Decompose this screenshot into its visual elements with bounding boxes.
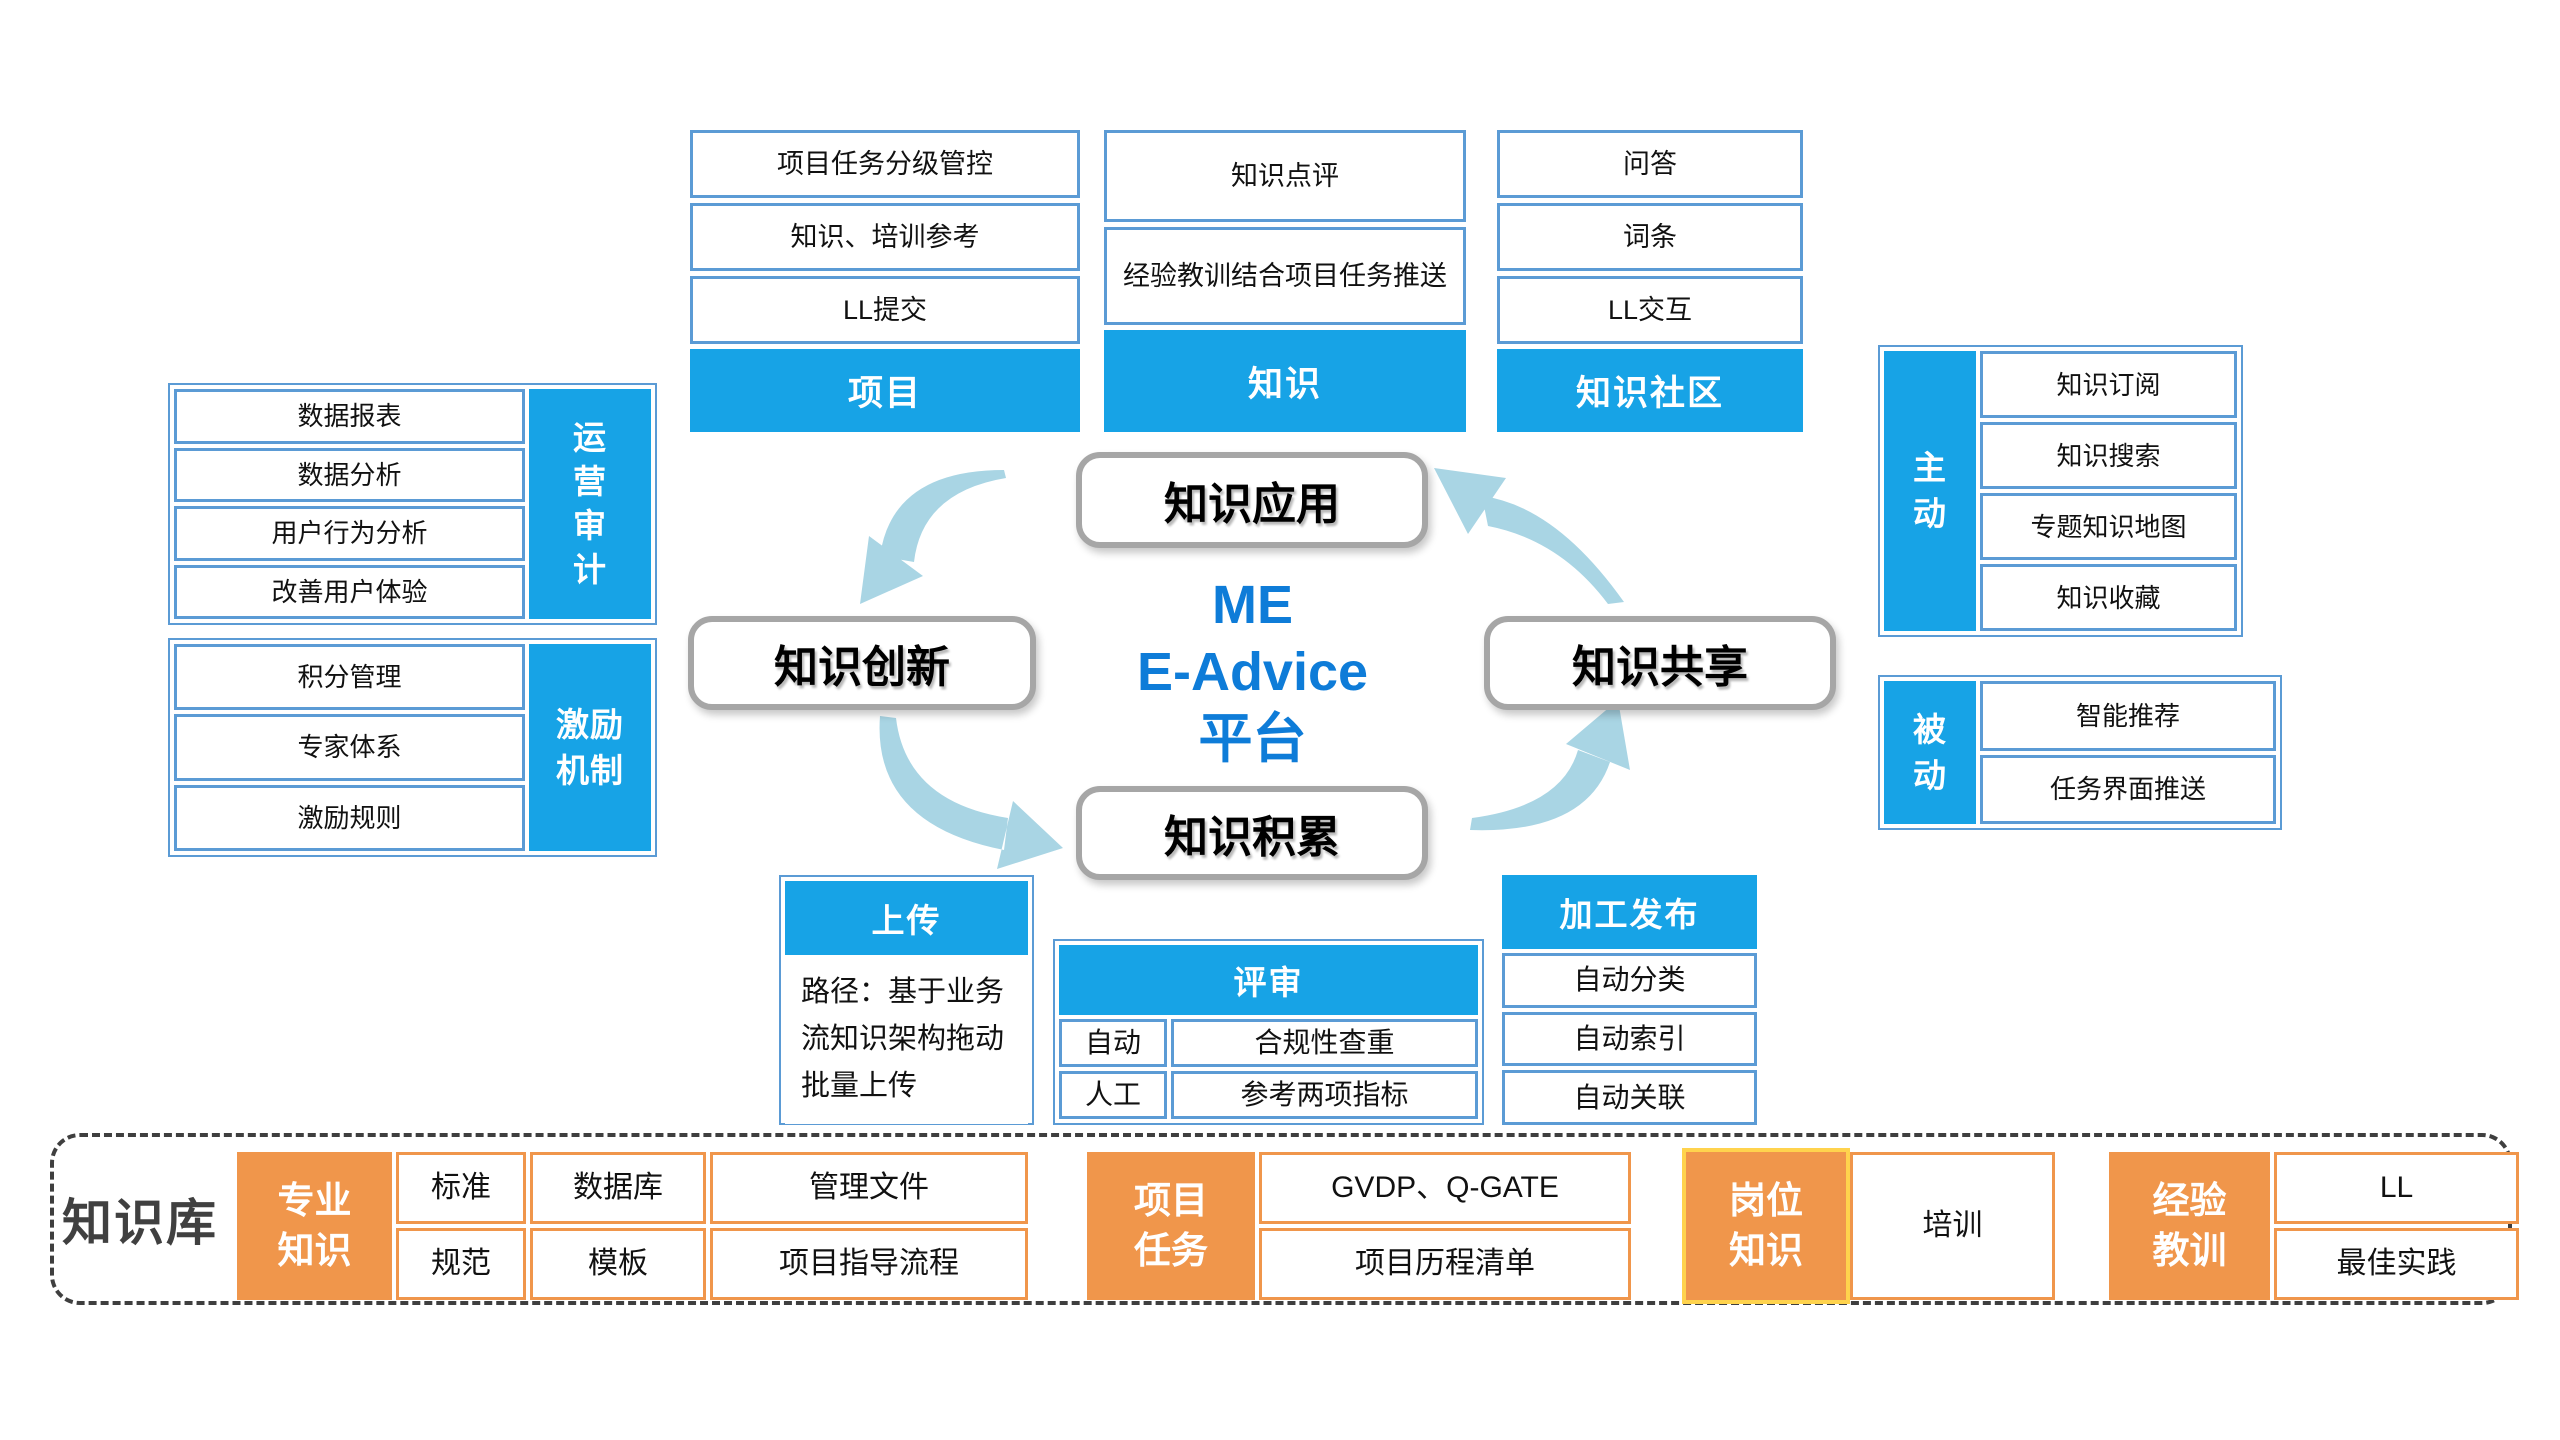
platform-title: ME E-Advice 平台	[1136, 575, 1369, 769]
box-operation-row: 数据分析	[174, 447, 525, 502]
box-operation-row: 数据报表	[174, 389, 525, 444]
box-passive-row: 智能推荐	[1980, 681, 2276, 751]
group-project-task-label: 项目 任务	[1087, 1152, 1255, 1300]
box-community-row: 词条	[1497, 203, 1803, 271]
box-project-row: LL提交	[690, 276, 1080, 344]
group-professional-knowledge: 专业 知识 标准 规范 数据库 模板 管理文件 项目指导流程	[237, 1152, 1028, 1300]
box-community-row: 问答	[1497, 130, 1803, 198]
box-review-cell: 合规性查重	[1171, 1019, 1478, 1067]
group-professional-label: 专业 知识	[237, 1152, 392, 1300]
box-upload: 上传 路径：基于业务流知识架构拖动批量上传	[779, 875, 1034, 1125]
box-incentive-row: 积分管理	[174, 644, 525, 711]
box-incentive: 积分管理 专家体系 激励规则 激励 机制	[168, 638, 657, 857]
arrow-apply-to-innovate	[860, 470, 1006, 604]
box-review: 评审 自动 合规性查重 人工 参考两项指标	[1053, 939, 1484, 1125]
kb-cell: 培训	[1850, 1152, 2055, 1300]
box-project-row: 项目任务分级管控	[690, 130, 1080, 198]
kb-cell: 模板	[530, 1228, 706, 1300]
box-active: 主 动 知识订阅 知识搜索 专题知识地图 知识收藏	[1878, 345, 2243, 637]
kb-cell: 最佳实践	[2274, 1228, 2519, 1300]
box-active-label: 主 动	[1884, 351, 1976, 631]
kb-cell: GVDP、Q-GATE	[1259, 1152, 1631, 1224]
group-project-task: 项目 任务 GVDP、Q-GATE 项目历程清单	[1087, 1152, 1631, 1300]
node-knowledge-apply: 知识应用	[1076, 452, 1428, 548]
box-upload-header: 上传	[785, 881, 1028, 955]
group-lessons-learned: 经验 教训 LL 最佳实践	[2109, 1152, 2519, 1300]
kb-cell: 项目历程清单	[1259, 1228, 1631, 1300]
box-passive: 被 动 智能推荐 任务界面推送	[1878, 675, 2282, 830]
box-active-row: 专题知识地图	[1980, 493, 2237, 560]
arrow-accumulate-to-share	[1470, 700, 1630, 831]
box-incentive-label: 激励 机制	[529, 644, 651, 851]
box-operation-label: 运 营 审 计	[529, 389, 651, 619]
box-upload-body: 路径：基于业务流知识架构拖动批量上传	[785, 955, 1028, 1124]
box-process-publish: 加工发布 自动分类 自动索引 自动关联	[1502, 875, 1757, 1126]
box-passive-row: 任务界面推送	[1980, 754, 2276, 824]
kb-cell: 管理文件	[710, 1152, 1028, 1224]
node-knowledge-accumulate: 知识积累	[1076, 786, 1428, 880]
box-operation-audit: 数据报表 数据分析 用户行为分析 改善用户体验 运 营 审 计	[168, 383, 657, 625]
node-knowledge-innovate: 知识创新	[688, 616, 1036, 710]
knowledge-base-label: 知识库	[62, 1195, 218, 1251]
box-project-row: 知识、培训参考	[690, 203, 1080, 271]
arrow-innovate-to-accumulate	[879, 716, 1063, 869]
box-operation-row: 用户行为分析	[174, 506, 525, 561]
node-knowledge-share: 知识共享	[1484, 616, 1836, 710]
box-community-header: 知识社区	[1497, 349, 1803, 432]
box-incentive-row: 激励规则	[174, 784, 525, 851]
box-incentive-row: 专家体系	[174, 714, 525, 781]
box-review-cell: 人工	[1059, 1071, 1167, 1119]
box-knowledge: 知识点评 经验教训结合项目任务推送 知识	[1104, 130, 1466, 432]
kb-cell: 项目指导流程	[710, 1228, 1028, 1300]
box-knowledge-header: 知识	[1104, 330, 1466, 432]
box-knowledge-row: 知识点评	[1104, 130, 1466, 222]
box-active-row: 知识搜索	[1980, 422, 2237, 489]
box-knowledge-row: 经验教训结合项目任务推送	[1104, 227, 1466, 325]
box-review-cell: 参考两项指标	[1171, 1071, 1478, 1119]
kb-cell: 规范	[396, 1228, 526, 1300]
box-active-row: 知识订阅	[1980, 351, 2237, 418]
box-operation-row: 改善用户体验	[174, 564, 525, 619]
kb-cell: 数据库	[530, 1152, 706, 1224]
box-community-row: LL交互	[1497, 276, 1803, 344]
box-process-row: 自动索引	[1502, 1011, 1757, 1067]
box-active-row: 知识收藏	[1980, 564, 2237, 631]
group-lessons-label: 经验 教训	[2109, 1152, 2270, 1300]
kb-cell: 标准	[396, 1152, 526, 1224]
kb-cell: LL	[2274, 1152, 2519, 1224]
box-project: 项目任务分级管控 知识、培训参考 LL提交 项目	[690, 130, 1080, 432]
box-process-row: 自动关联	[1502, 1070, 1757, 1126]
box-community: 问答 词条 LL交互 知识社区	[1497, 130, 1803, 432]
box-review-header: 评审	[1059, 945, 1478, 1015]
box-process-row: 自动分类	[1502, 953, 1757, 1008]
box-project-header: 项目	[690, 349, 1080, 432]
box-review-cell: 自动	[1059, 1019, 1167, 1067]
arrow-share-to-apply	[1434, 468, 1624, 604]
box-passive-label: 被 动	[1884, 681, 1976, 824]
group-position-label: 岗位 知识	[1682, 1148, 1850, 1304]
box-process-header: 加工发布	[1502, 875, 1757, 949]
group-position-knowledge: 岗位 知识 培训	[1682, 1148, 2055, 1304]
